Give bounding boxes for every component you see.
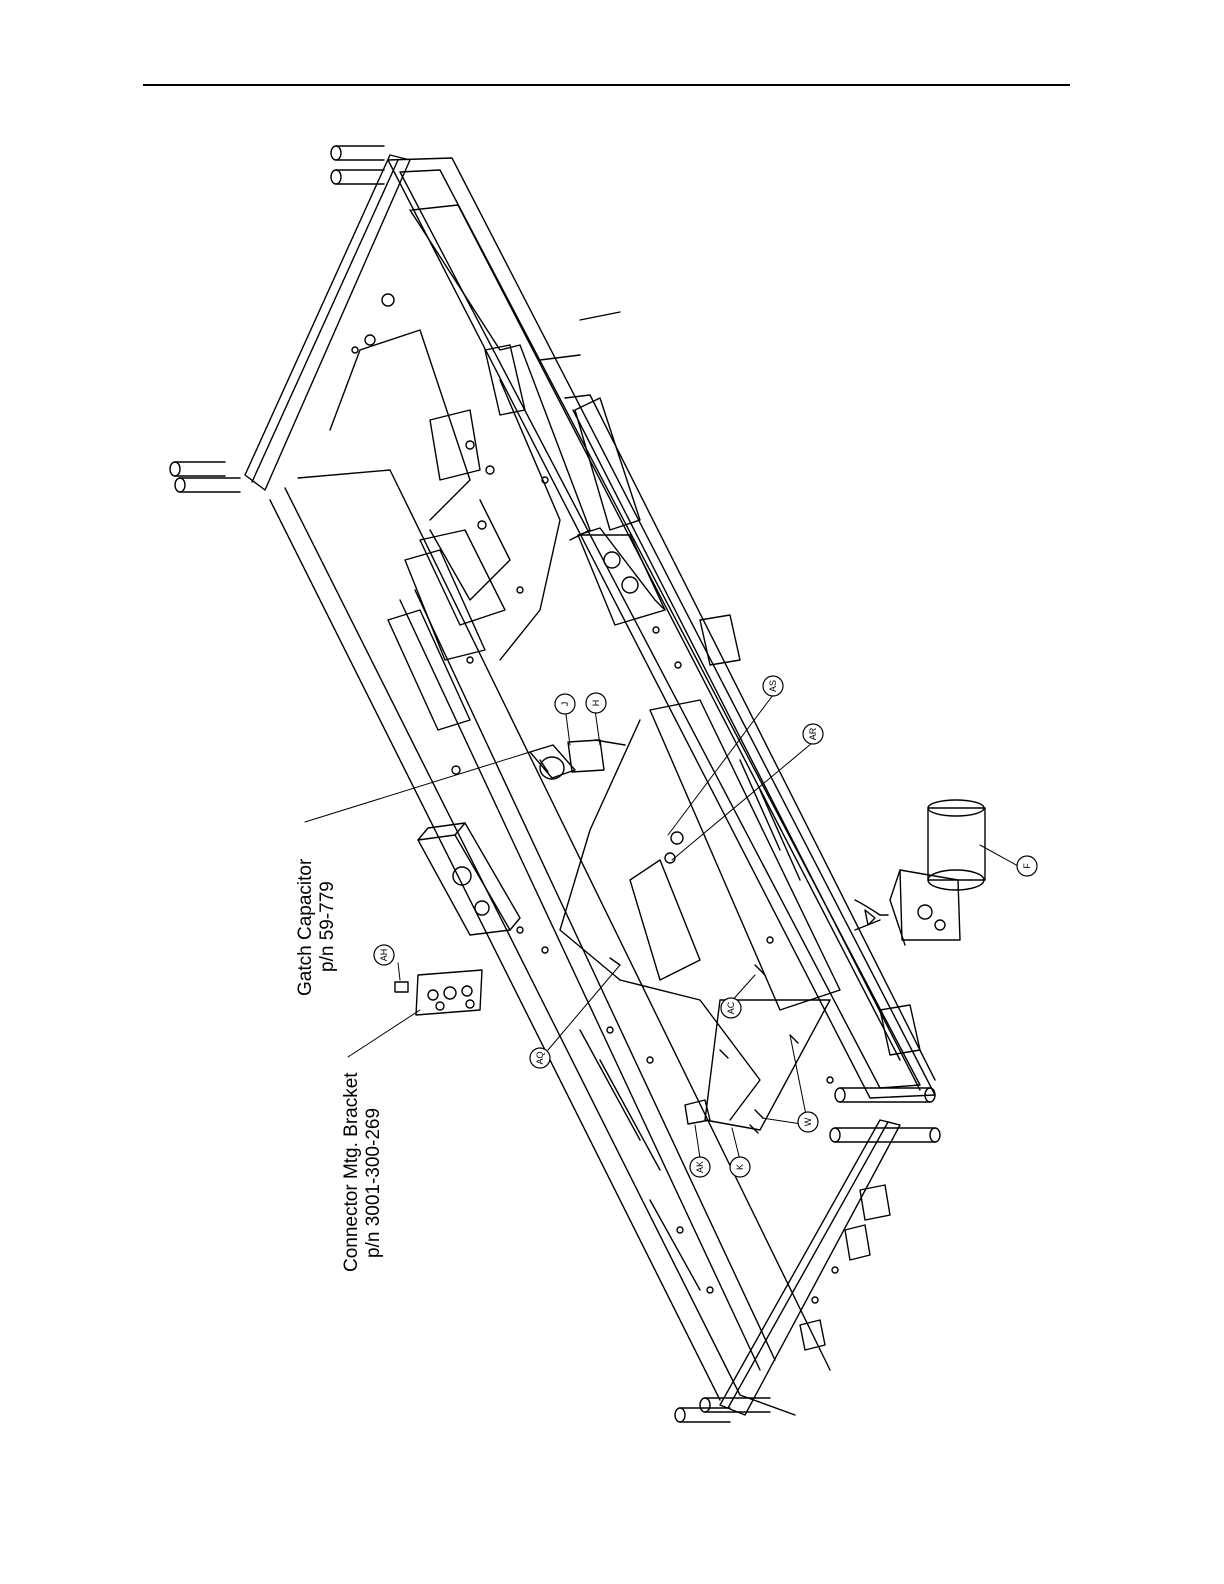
svg-text:H: H (591, 700, 601, 707)
motor-assembly (855, 800, 985, 945)
gatch-capacitor-label: Gatch Capacitor (295, 858, 316, 996)
balloon-ac: AC (721, 998, 741, 1018)
connector-bracket-label: Connector Mtg. Bracket (341, 1072, 362, 1272)
connector-bracket (395, 970, 482, 1015)
svg-text:AQ: AQ (535, 1051, 545, 1064)
svg-text:AR: AR (808, 727, 818, 740)
caster-stems-upper-left (170, 462, 240, 492)
balloon-w: W (798, 1112, 818, 1132)
balloon-h: H (586, 693, 606, 713)
svg-text:K: K (735, 1164, 745, 1170)
connector-bracket-callout: Connector Mtg. Bracket p/n 3001-300-269 (341, 1072, 384, 1272)
leader-lines (305, 695, 1018, 1160)
svg-text:F: F (1022, 863, 1032, 869)
balloon-f: F (1017, 856, 1037, 876)
svg-text:AS: AS (768, 680, 778, 692)
connector-bracket-pn: p/n 3001-300-269 (363, 1108, 384, 1258)
balloon-ah: AH (374, 945, 394, 965)
gatch-capacitor (530, 740, 625, 779)
balloon-ar: AR (803, 724, 823, 744)
svg-text:AK: AK (695, 1161, 705, 1173)
junction-box (418, 823, 520, 935)
svg-text:AC: AC (726, 1001, 736, 1014)
balloon-ak: AK (690, 1157, 710, 1177)
svg-text:W: W (803, 1117, 813, 1126)
gatch-capacitor-pn: p/n 59-779 (317, 881, 338, 972)
balloon-j: J (555, 694, 575, 714)
caster-stems-head (331, 146, 384, 184)
gatch-capacitor-callout: Gatch Capacitor p/n 59-779 (295, 858, 338, 996)
balloon-as: AS (763, 676, 783, 696)
svg-text:J: J (560, 702, 570, 707)
svg-text:AH: AH (379, 949, 389, 962)
balloon-k: K (730, 1157, 750, 1177)
balloon-aq: AQ (530, 1048, 550, 1068)
